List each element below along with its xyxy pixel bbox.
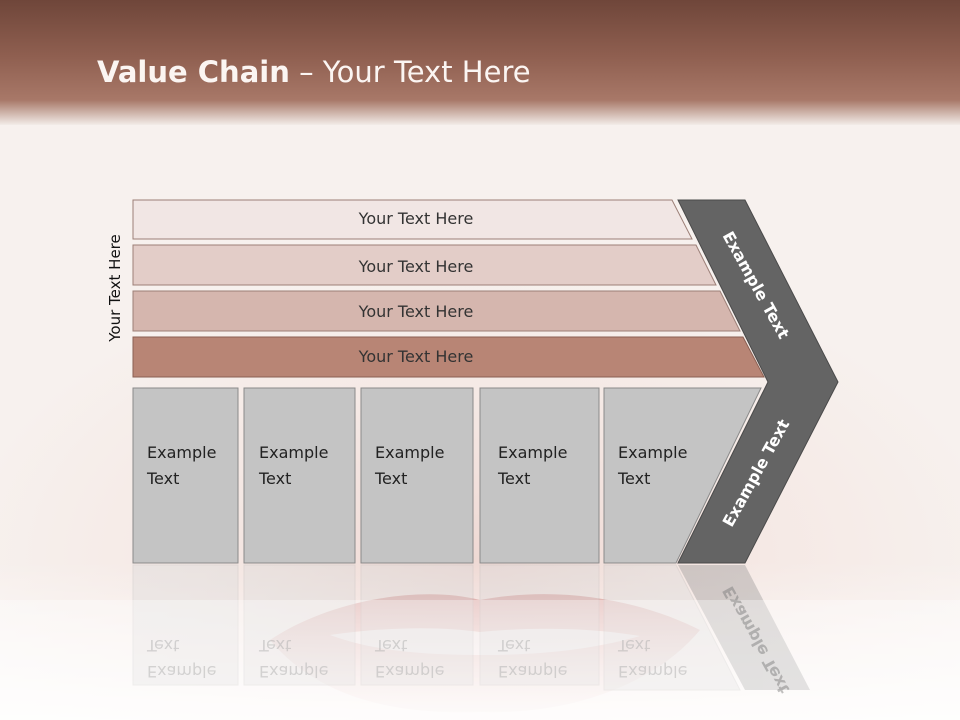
box-3-line1: Example (375, 443, 445, 462)
reflection-box-2-label: Example Text (259, 632, 328, 684)
box-4-line2: Text (498, 469, 531, 488)
box-1-line2: Text (147, 469, 180, 488)
row-2-label: Your Text Here (358, 257, 474, 276)
reflection-box-1-label: Example Text (147, 632, 216, 684)
title-bold: Value Chain (97, 55, 290, 89)
reflection (132, 564, 810, 691)
reflection-box-5-label: Example Text (618, 632, 687, 684)
title-rest: – Your Text Here (289, 55, 531, 89)
reflection-box-1-line1: Example (147, 662, 217, 681)
reflection-box-4-line1: Example (498, 662, 568, 681)
slide-title: Value Chain – Your Text Here (97, 55, 531, 89)
box-5-line2: Text (618, 469, 651, 488)
row-3-label: Your Text Here (358, 302, 474, 321)
row-4-shape (132, 336, 765, 378)
reflection-box-3-line2: Text (375, 636, 408, 655)
reflection-box-5-line1: Example (618, 662, 688, 681)
row-1-label: Your Text Here (358, 209, 474, 228)
row-4-label: Your Text Here (358, 347, 474, 366)
reflection-box-3-line1: Example (375, 662, 445, 681)
box-1-line1: Example (147, 443, 217, 462)
box-3-shape (360, 387, 474, 564)
reflection-box-2-line2: Text (259, 636, 292, 655)
reflection-box-3-label: Example Text (375, 632, 444, 684)
row-3-shape (132, 290, 741, 332)
box-5-line1: Example (618, 443, 688, 462)
box-3-line2: Text (375, 469, 408, 488)
box-2-shape (243, 387, 356, 564)
header-band (0, 0, 960, 125)
chevron-shape (677, 199, 839, 564)
box-2-line2: Text (259, 469, 292, 488)
reflection-box-5-line2: Text (618, 636, 651, 655)
box-4-shape (479, 387, 600, 564)
box-2-line1: Example (259, 443, 329, 462)
box-4-line1: Example (498, 443, 568, 462)
row-2-shape (132, 244, 717, 286)
reflection-box-1-line2: Text (147, 636, 180, 655)
reflection-box-4-label: Example Text (498, 632, 567, 684)
box-5-shape (603, 387, 762, 564)
box-1-shape (132, 387, 239, 564)
reflection-box-2-line1: Example (259, 662, 329, 681)
row-1-shape (132, 199, 693, 240)
reflection-box-4-line2: Text (498, 636, 531, 655)
